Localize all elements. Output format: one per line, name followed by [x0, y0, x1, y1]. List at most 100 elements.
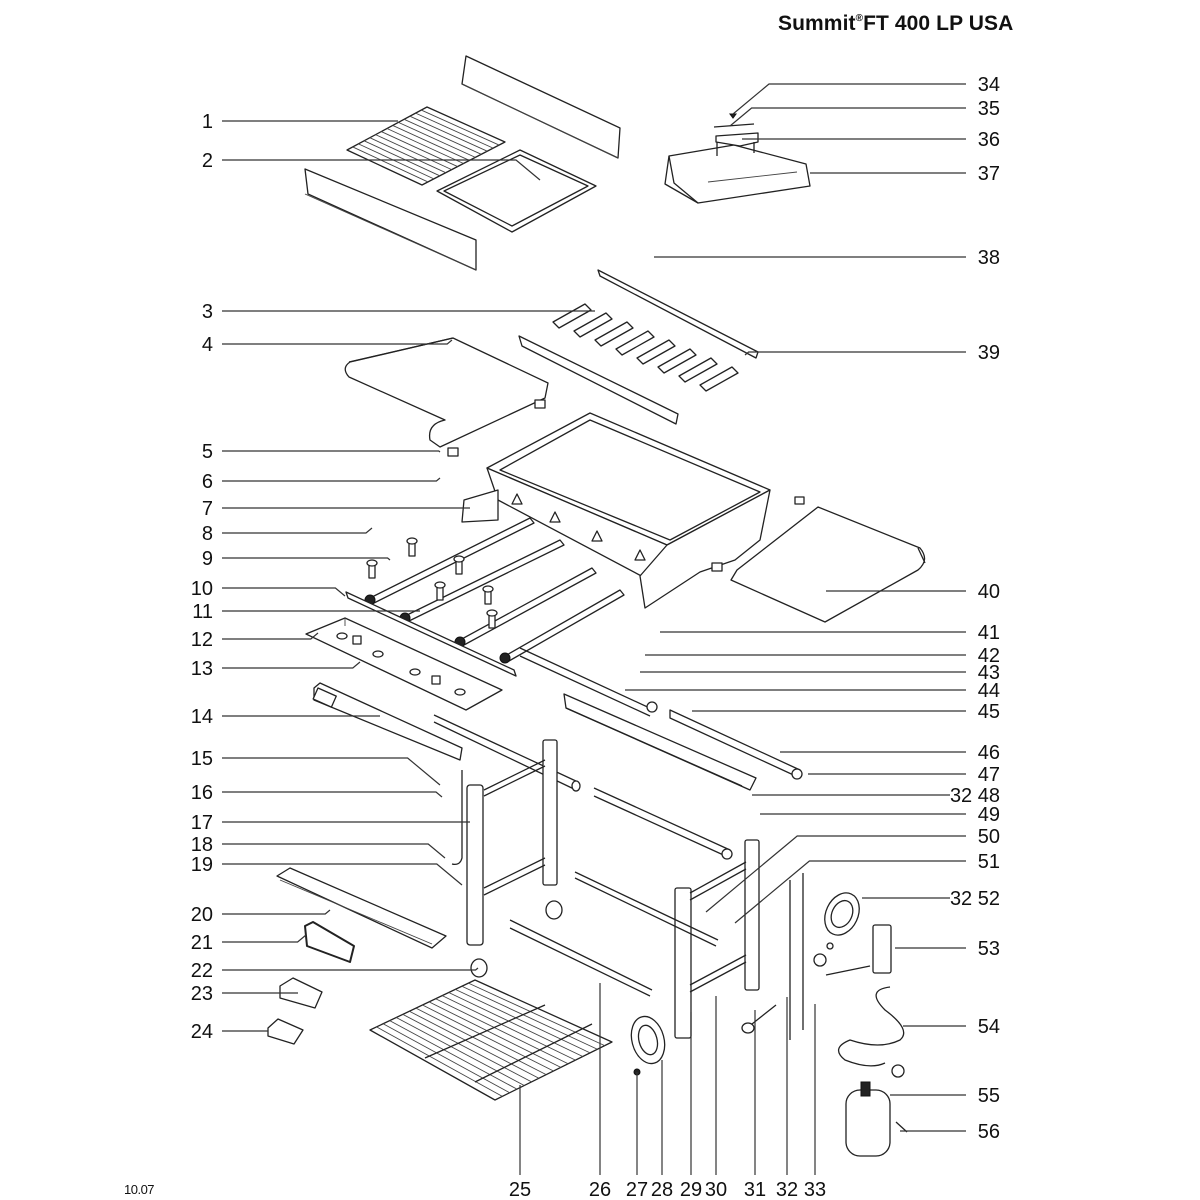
callout-label: 44 [978, 680, 1000, 702]
drip-pan-liner [267, 1018, 304, 1045]
leader-line [744, 351, 966, 356]
grate-bar [352, 146, 429, 183]
grate-bar [392, 125, 470, 161]
grate-bar [409, 115, 488, 152]
rack-divider [474, 1023, 593, 1083]
rack-divider [424, 1004, 546, 1059]
burner-tube [504, 589, 625, 662]
knob-cap [482, 585, 494, 593]
leader-line [222, 661, 361, 669]
grate-bar [421, 109, 500, 146]
rack-wire [382, 1023, 510, 1094]
left-side-shelf [344, 337, 549, 457]
callout-label: 22 [191, 960, 213, 982]
callout-label: 23 [191, 983, 213, 1005]
panel-hole [409, 668, 421, 676]
leader-line [222, 557, 391, 561]
diagram-title: Summit®FT 400 LP USA [778, 12, 1013, 36]
callout-label: 11 [192, 601, 213, 623]
callout-label: 25 [509, 1179, 531, 1200]
callout-label: 29 [680, 1179, 702, 1200]
griddle-plate [436, 149, 597, 233]
grate-bar [369, 137, 446, 174]
flavorizer-bars [552, 303, 739, 392]
rack-wire [441, 995, 576, 1061]
callout-label: 21 [191, 932, 213, 954]
rack-wire [389, 1020, 518, 1090]
leader-line [222, 843, 446, 859]
manifold [345, 537, 517, 677]
rear-frame [519, 647, 803, 860]
cookbox [461, 412, 771, 609]
leader-line [222, 863, 463, 886]
rack-wire [376, 1026, 503, 1097]
flavorizer-bar [636, 339, 676, 365]
panel-hole [454, 688, 466, 696]
flavorizer-bar [615, 330, 655, 356]
rack-wire [402, 1013, 532, 1083]
leader-line [705, 835, 966, 913]
panel-hole [431, 675, 441, 685]
callout-label: 34 [978, 74, 1000, 96]
panel-hole [336, 632, 348, 640]
leader-line [222, 791, 443, 798]
callout-label: 55 [978, 1085, 1000, 1107]
bottom-shelf-rack [369, 979, 613, 1101]
callout-label: 26 [589, 1179, 611, 1200]
grate-bar [363, 140, 440, 177]
leader-line [729, 107, 966, 127]
catch-pan [279, 977, 323, 1009]
callout-label: 49 [978, 804, 1000, 826]
callout-label: 36 [978, 129, 1000, 151]
leader-line [222, 450, 441, 453]
vent-hole [511, 493, 523, 505]
flavorizer-bar [657, 348, 697, 374]
rack-wire [396, 1017, 525, 1086]
callout-label: 27 [626, 1179, 648, 1200]
grate-bar [403, 118, 482, 155]
callout-label: 45 [978, 701, 1000, 723]
callout-label: 39 [978, 342, 1000, 364]
fuel-scale-assembly [741, 873, 892, 1040]
callout-label: 7 [202, 498, 213, 520]
cooking-grate [346, 106, 506, 186]
callout-label: 33 [804, 1179, 826, 1200]
callout-label: 47 [978, 764, 1000, 786]
callout-label: 54 [978, 1016, 1000, 1038]
vent-hole [634, 549, 646, 561]
vent-hole [549, 511, 561, 523]
control-panel [305, 617, 503, 711]
leader-line [222, 587, 346, 597]
knob-cap [453, 555, 465, 563]
callout-label: 24 [191, 1021, 213, 1043]
callout-label: 41 [978, 622, 1000, 644]
flavorizer-bar [594, 321, 634, 347]
grease-tray [276, 867, 447, 949]
callout-label: 3 [202, 301, 213, 323]
callout-label: 30 [705, 1179, 727, 1200]
callout-label: 32 [776, 1179, 798, 1200]
knob-cap [406, 537, 418, 545]
grate-bar [386, 128, 464, 164]
wind-deflector-back [461, 55, 621, 159]
callout-label: 46 [978, 742, 1000, 764]
cart-frame [451, 739, 760, 1039]
burner-inlet [499, 652, 511, 664]
rack-wire [409, 1010, 540, 1079]
leader-line [222, 934, 307, 943]
revision-date: 10.07 [124, 1182, 155, 1197]
leader-line [222, 909, 331, 915]
callout-label: 6 [202, 471, 213, 493]
callout-label: 12 [191, 629, 213, 651]
callout-label: 56 [978, 1121, 1000, 1143]
leader-line [222, 159, 541, 181]
grate-bar [398, 121, 476, 158]
callout-label: 38 [978, 247, 1000, 269]
flavorizer-rail [518, 269, 759, 425]
title-model: FT 400 LP USA [863, 12, 1014, 35]
flavorizer-bar [552, 303, 592, 329]
callout-label: 40 [978, 581, 1000, 603]
